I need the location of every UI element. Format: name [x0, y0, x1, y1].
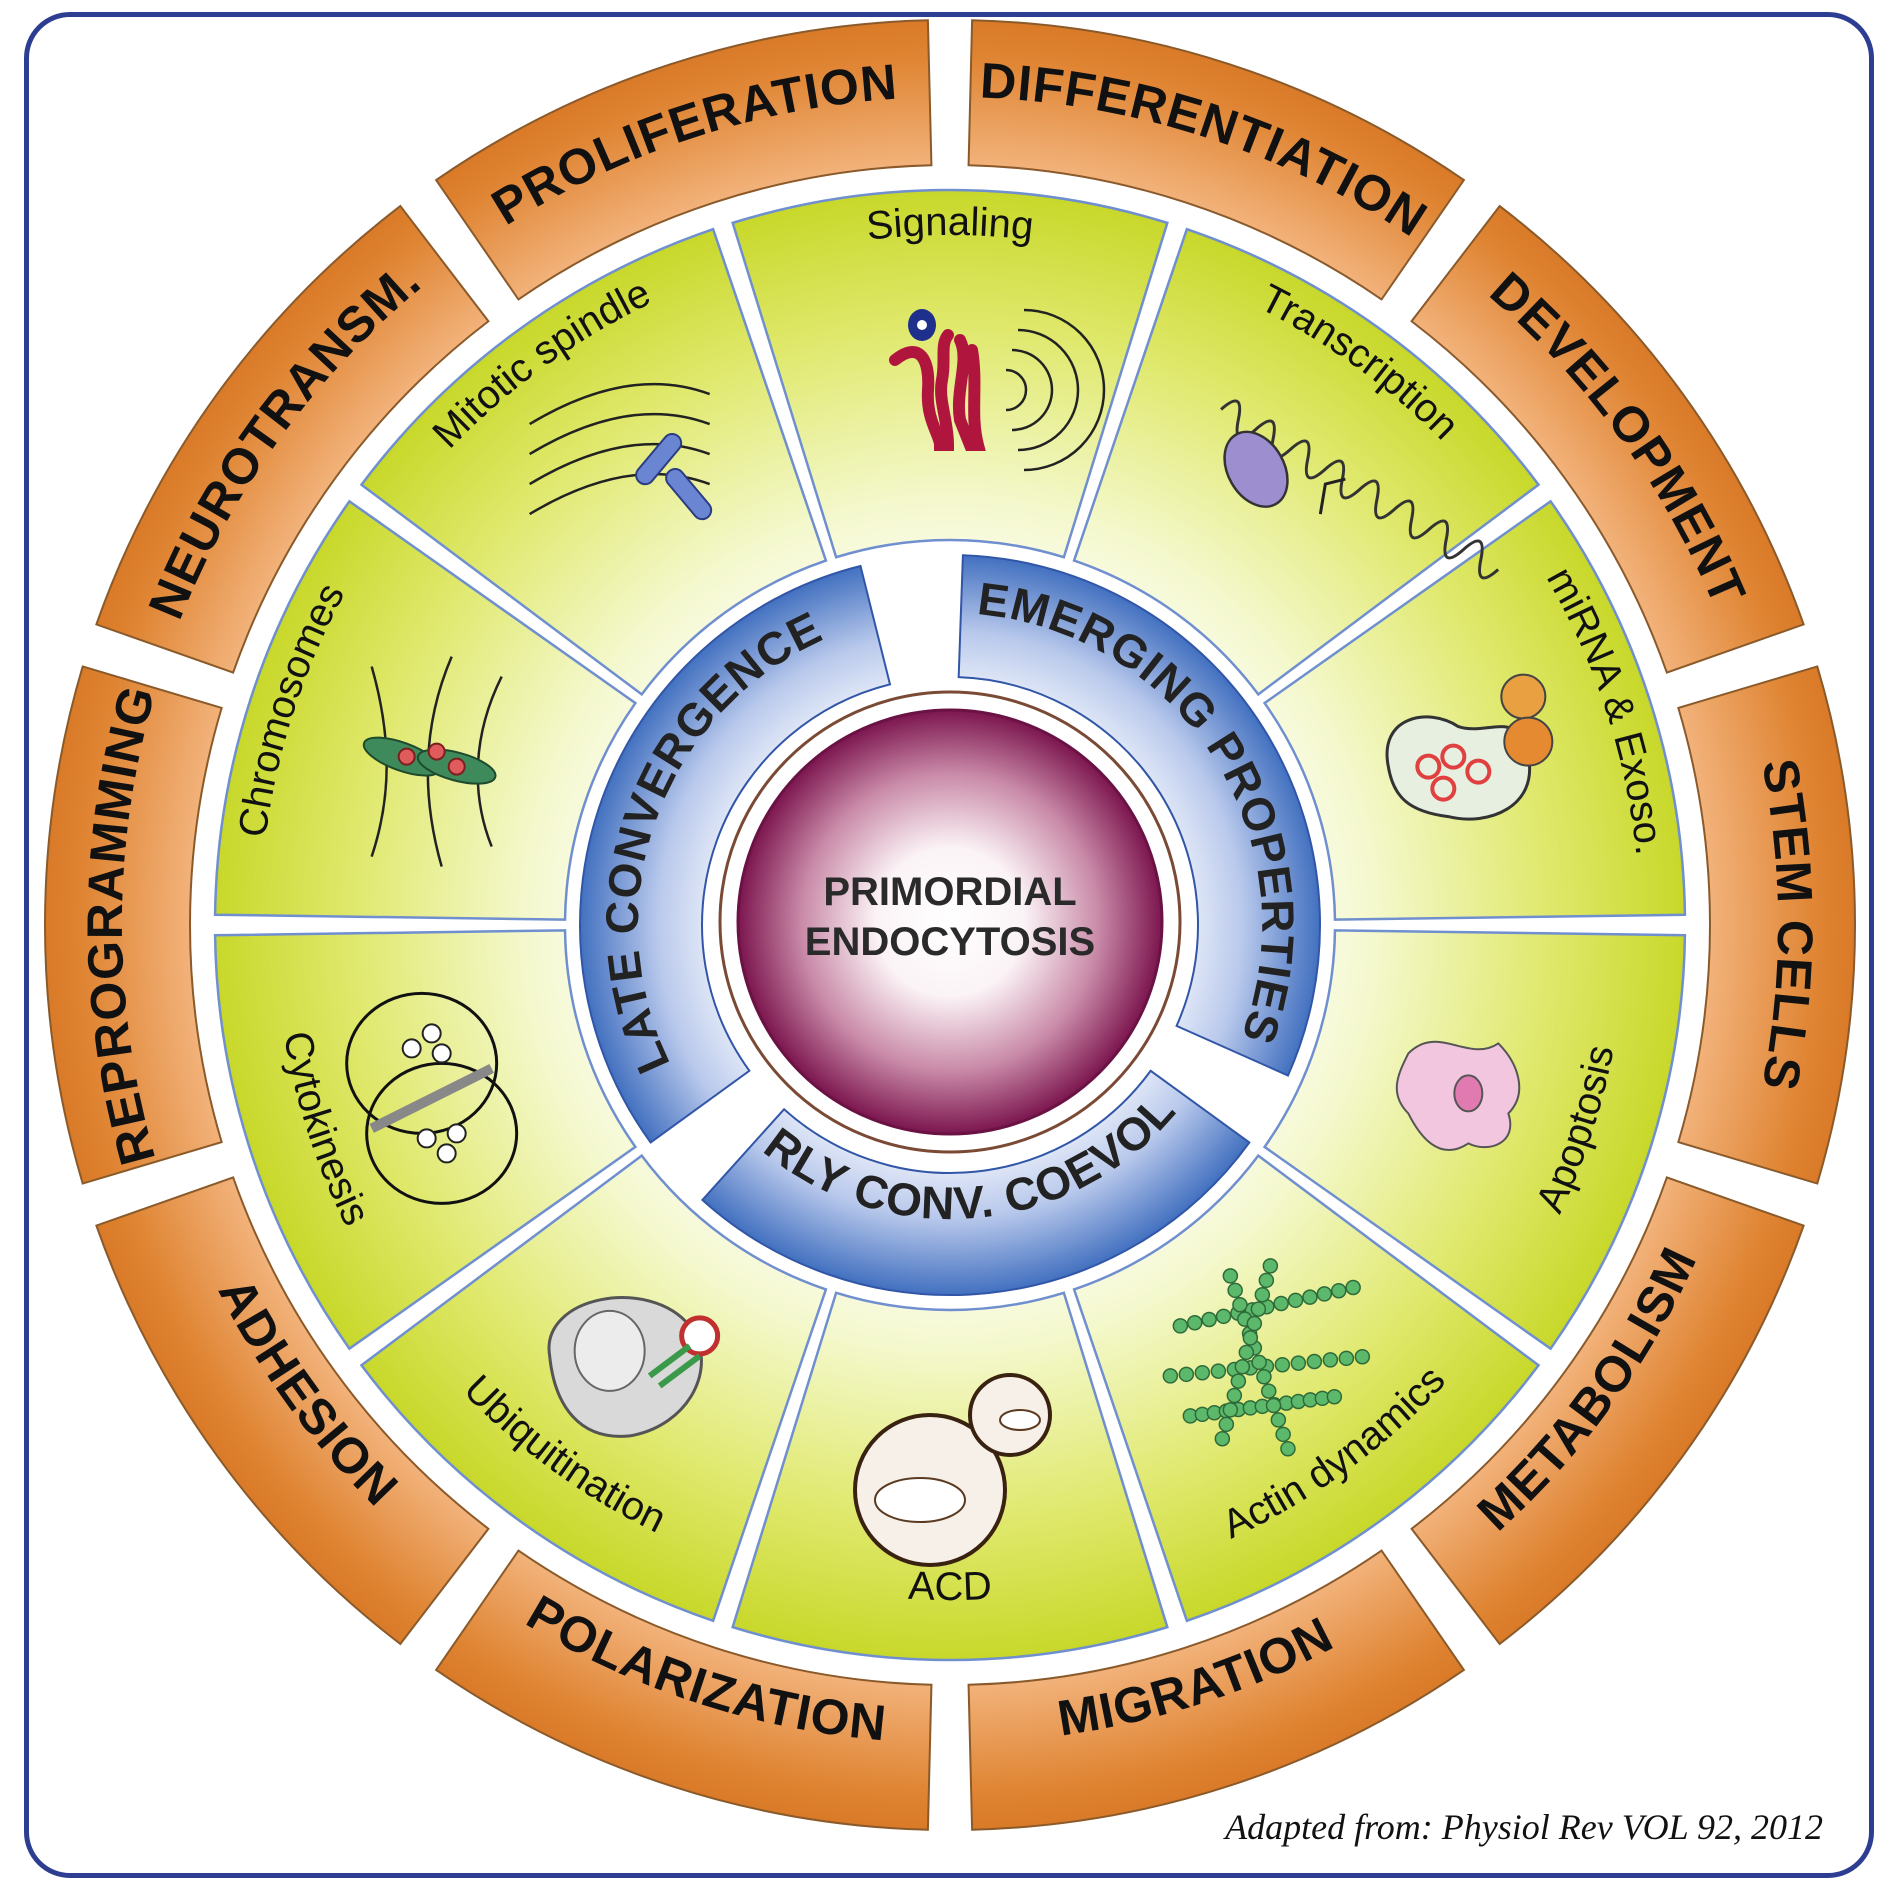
outer-segment-polarization: [434, 1549, 933, 1831]
budding-cell-icon: [853, 1373, 1052, 1567]
outer-segment-reprogramming: [44, 665, 223, 1185]
outer-segment-differentiation: [967, 19, 1466, 301]
middle-segment-actin-dynamics: [1072, 1153, 1541, 1623]
middle-ring: [213, 188, 1687, 1662]
outer-segment-stem-cells: [1677, 665, 1856, 1185]
apoptotic-cell-icon: [1395, 1040, 1521, 1151]
actin-filament-icon: [1162, 1258, 1371, 1457]
exosome-icon: [1385, 673, 1554, 821]
middle-segment-mitotic-spindle: [359, 227, 828, 697]
inner-segment-emerging-properties: [957, 554, 1321, 1077]
ubiquitin-cell-icon: [547, 1296, 721, 1438]
outer-segment-metabolism: [1410, 1176, 1805, 1646]
middle-segment-mirna-exoso: [1262, 499, 1687, 921]
source-credit: Adapted from: Physiol Rev VOL 92, 2012: [1225, 1807, 1823, 1847]
outer-segment-proliferation: [434, 19, 933, 301]
process-icons: [345, 308, 1554, 1567]
middle-label-signaling: Signaling: [864, 200, 1035, 249]
chromosome-icon: [362, 656, 503, 867]
outer-segment-migration: [967, 1549, 1466, 1831]
inner-ring: [579, 554, 1321, 1296]
receptor-icon: [889, 308, 1106, 472]
middle-segment-chromosomes: [213, 499, 638, 921]
core-title-line1: PRIMORDIAL: [823, 870, 1076, 914]
outer-segment-neurotransm: [95, 204, 490, 674]
outer-segment-development: [1410, 204, 1805, 674]
dividing-cell-icon: [345, 991, 519, 1205]
spindle-icon: [529, 382, 713, 521]
core-title-line2: ENDOCYTOSIS: [805, 920, 1095, 964]
middle-label-acd: ACD: [907, 1564, 992, 1609]
inner-segment-late-convergence: [579, 564, 892, 1144]
outer-ring: [44, 19, 1856, 1831]
dna-icon: [1220, 399, 1500, 580]
inner-segment-early-conv-coevolut: [701, 1069, 1251, 1296]
outer-segment-adhesion: [95, 1176, 490, 1646]
core: PRIMORDIAL ENDOCYTOSIS: [718, 690, 1182, 1154]
middle-segment-signaling: [731, 188, 1169, 559]
